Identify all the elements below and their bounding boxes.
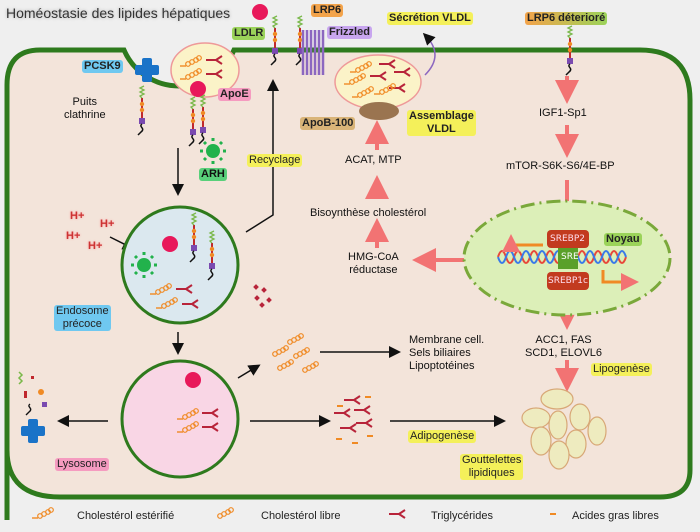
h-plus-label: H+ [88, 240, 103, 252]
endosome-label: Endosome précoce [54, 305, 111, 331]
legend-item: Cholestérol libre [261, 510, 341, 522]
recyclage-label: Recyclage [247, 154, 303, 167]
ldl-particle [252, 4, 268, 20]
free-cholesterol-icon [217, 507, 234, 519]
apob100-label: ApoB-100 [300, 117, 356, 130]
arh-label: ARH [199, 168, 227, 181]
mtor-label: mTOR-S6K-S6/4E-BP [506, 160, 615, 172]
esterified-cholesterol-icon [32, 508, 53, 519]
secretion-arrow [422, 32, 436, 76]
hmg-coa-label: HMG-CoA réductase [348, 251, 399, 276]
legend-item: Acides gras libres [572, 510, 659, 522]
arrow-free-chol [237, 364, 261, 379]
pcsk9-label: PCSK9 [82, 60, 123, 73]
vldl-assembly-label: Assemblage VLDL [407, 110, 476, 136]
endosome [120, 205, 240, 325]
cholesterol-biosynthesis-label: Bisoynthèse cholestérol [310, 207, 427, 219]
secretion-vldl-label: Sécrétion VLDL [387, 12, 473, 25]
frizzled-receptor [295, 15, 325, 75]
clathrin-pit-label: Puits clathrine [64, 96, 106, 121]
lipid-droplets-label: Gouttelettes lipidiques [460, 454, 524, 480]
sre-label: SRE [561, 252, 579, 262]
vldl-assembly [334, 54, 422, 120]
ldlr-label: LDLR [232, 27, 266, 40]
nucleus-label: Noyau [604, 233, 642, 246]
h-plus-label: H+ [66, 230, 81, 242]
srebp1c-label: SREBP1c [548, 276, 588, 286]
legend-item: Cholestérol estérifié [77, 510, 175, 522]
lysosome-products [17, 371, 47, 443]
legend-item: Triglycérides [431, 510, 493, 522]
frizzled-label: Frizzled [327, 26, 372, 39]
srebp2-label: SREBP2 [550, 234, 585, 244]
degradation-fragments [253, 284, 272, 308]
nucleus [462, 199, 672, 317]
diagram-title: Homéostasie des lipides hépatiques [6, 5, 231, 21]
adipogenese-label: Adipogenèse [408, 430, 477, 443]
h-plus-label: H+ [100, 218, 115, 230]
lysosome [120, 359, 240, 479]
triglyceride-icon [388, 509, 406, 519]
lrp6-damaged-label: LRP6 déterioré [525, 12, 608, 25]
vldl-ldl-particle [170, 42, 240, 98]
apoe-particle [190, 81, 206, 97]
lipogenese-label: Lipogenèse [591, 363, 652, 376]
arrow-recyclage [245, 79, 279, 233]
lipogenic-enzymes-label: ACC1, FAS SCD1, ELOVL6 [525, 334, 603, 359]
lrp6-label: LRP6 [311, 4, 344, 17]
lysosome-label: Lysosome [55, 458, 109, 471]
h-plus-label: H+ [70, 210, 85, 222]
lipid-droplets [521, 388, 607, 470]
igf1-sp1-label: IGF1-Sp1 [539, 107, 587, 119]
apoe-label: ApoE [218, 88, 251, 101]
acat-mtp-label: ACAT, MTP [345, 154, 402, 166]
membrane-products-label: Membrane cell. Sels biliaires Lipoptotéi… [409, 334, 485, 372]
